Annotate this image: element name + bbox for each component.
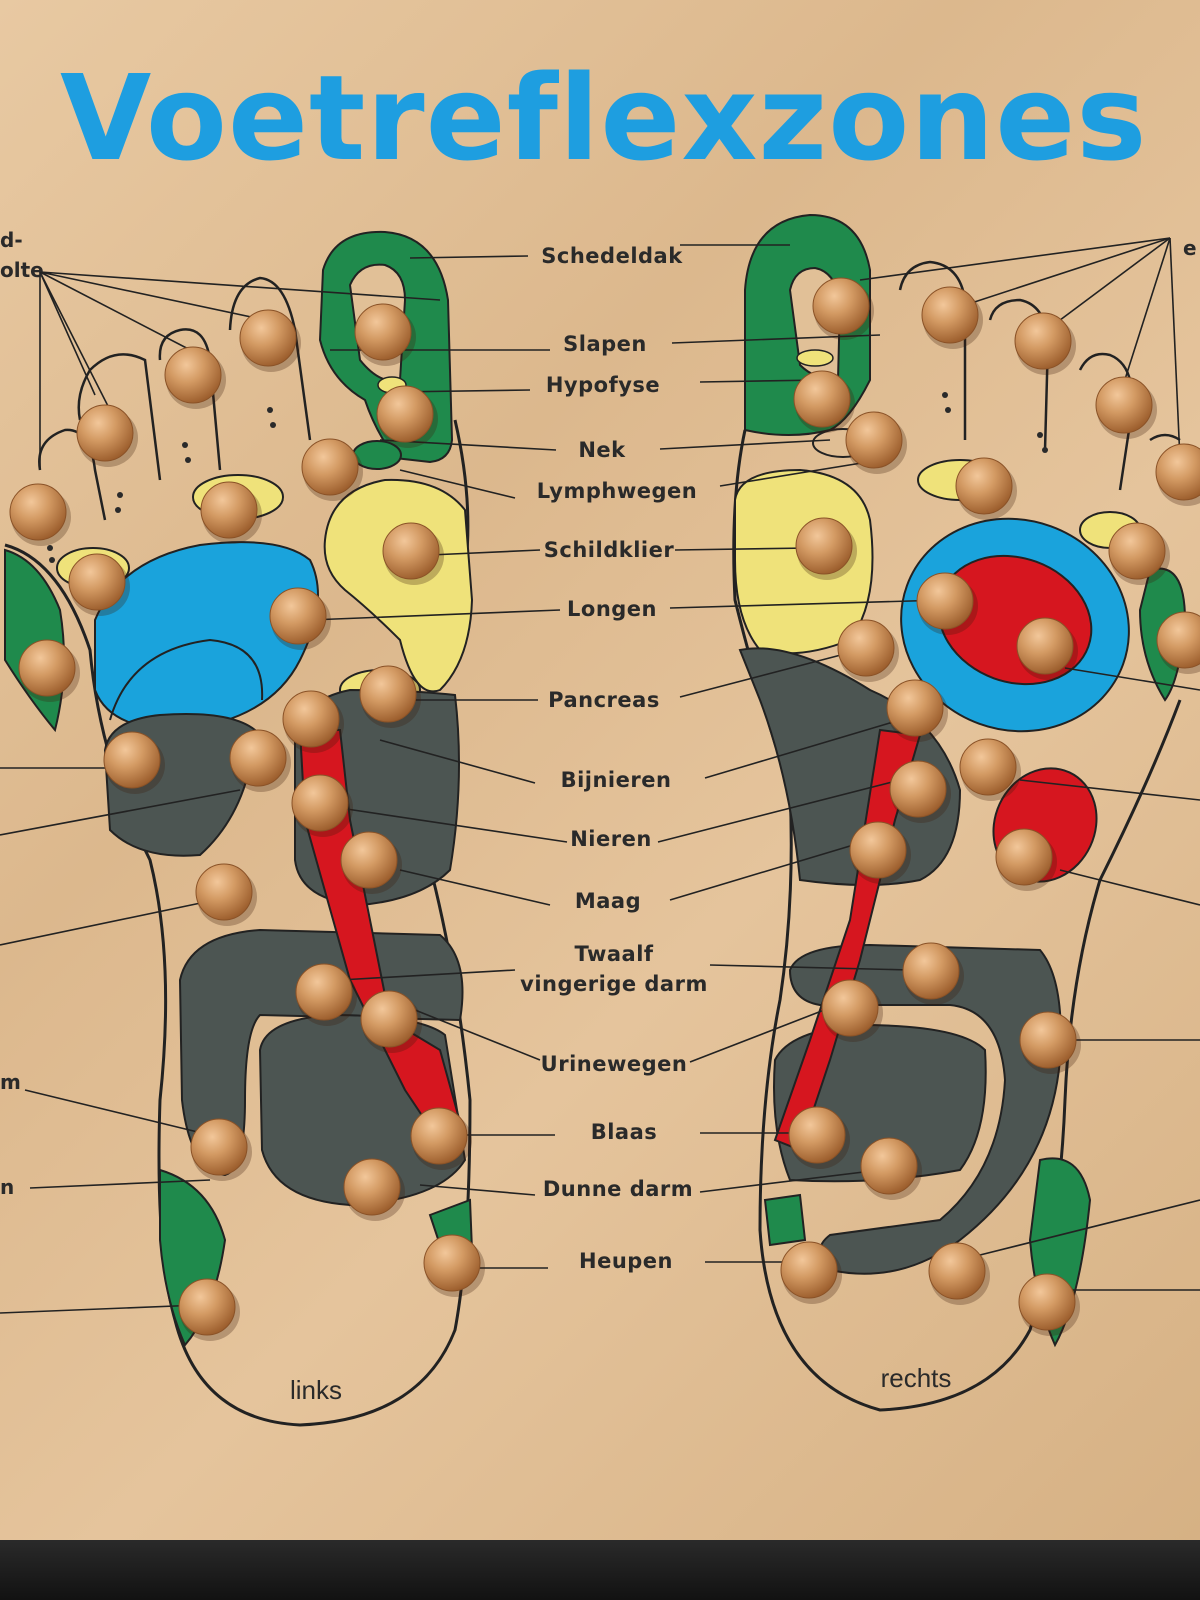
left-thyroid-zone [323,478,474,693]
wooden-peg [103,731,161,789]
wooden-peg [410,1107,468,1165]
wooden-peg [902,942,960,1000]
wooden-peg [1016,617,1074,675]
wooden-peg [423,1234,481,1292]
wooden-peg [291,774,349,832]
wooden-peg [793,370,851,428]
right-toes-outline [898,260,1181,491]
wooden-peg [190,1118,248,1176]
zone-label-heupen: Heupen [579,1249,673,1273]
edge-label-top-right: e [1183,236,1197,260]
wooden-peg [382,522,440,580]
zone-label-urinewegen: Urinewegen [540,1052,688,1076]
right-foot-label: rechts [880,1363,952,1393]
wooden-peg [821,979,879,1037]
wooden-peg [178,1278,236,1336]
leader-lines [0,237,1200,1314]
wooden-peg [995,828,1053,886]
wooden-peg [340,831,398,889]
zone-label-lymphwegen: Lymphwegen [536,479,698,503]
wooden-peg [860,1137,918,1195]
wooden-peg [886,679,944,737]
wooden-peg [301,438,359,496]
right-intestine-zone [788,943,1062,1275]
left-foot-label: links [289,1375,343,1405]
foot-reflex-diagram [0,215,1200,1345]
wooden-peg [837,619,895,677]
wooden-peg [1095,376,1153,434]
zone-label-vingerige-darm: vingerige darm [520,972,708,996]
wooden-peg [354,303,412,361]
wooden-peg [269,587,327,645]
wooden-peg [343,1158,401,1216]
wooden-peg [9,483,67,541]
wooden-peg [282,690,340,748]
wooden-peg [1019,1011,1077,1069]
zone-label-slapen: Slapen [563,332,647,356]
page-title: Voetreflexzones [60,49,1148,187]
wooden-pegs [9,277,1200,1341]
wooden-peg [795,517,853,575]
wooden-peg [359,665,417,723]
wooden-peg [1156,611,1200,669]
edge-label-top-left-1: d- [0,228,23,252]
edge-label-left-m: m [0,1070,21,1094]
zone-label-blaas: Blaas [590,1120,658,1144]
zone-label-schildklier: Schildklier [543,538,675,562]
wooden-peg [164,346,222,404]
zone-label-hypofyse: Hypofyse [545,373,661,397]
wooden-peg [959,738,1017,796]
wooden-peg [916,572,974,630]
wooden-peg [889,760,947,818]
wooden-peg [1014,312,1072,370]
zone-label-nieren: Nieren [570,827,652,851]
board-frame-edge [0,1540,1200,1600]
right-stomach-zone [738,647,962,886]
wooden-peg [1108,522,1166,580]
wooden-peg [229,729,287,787]
wooden-peg [788,1106,846,1164]
wooden-peg [195,863,253,921]
edge-label-left-n: n [0,1175,15,1199]
zone-label-dunne-darm: Dunne darm [542,1177,694,1201]
wooden-peg [780,1241,838,1299]
edge-label-top-left-2: olte [0,258,44,282]
wooden-peg [18,639,76,697]
wooden-peg [68,553,126,611]
wooden-peg [812,277,870,335]
wooden-peg [928,1242,986,1300]
wooden-peg [376,385,434,443]
wooden-peg [360,990,418,1048]
zone-label-twaalf: Twaalf [574,942,654,966]
zone-label-schedeldak: Schedeldak [541,244,683,268]
wooden-peg [76,404,134,462]
reflexology-board: Voetreflexzones [0,0,1200,1540]
wooden-peg [1018,1273,1076,1331]
wooden-peg [845,411,903,469]
zone-label-bijnieren: Bijnieren [560,768,672,792]
zone-label-pancreas: Pancreas [548,688,660,712]
wooden-peg [295,963,353,1021]
wooden-peg [849,821,907,879]
zone-label-maag: Maag [574,889,642,913]
wooden-peg [955,457,1013,515]
zone-label-longen: Longen [567,597,657,621]
zone-label-nek: Nek [578,438,626,462]
wooden-peg [1155,443,1200,501]
wooden-peg [921,286,979,344]
wooden-peg [200,481,258,539]
wooden-peg [239,309,297,367]
